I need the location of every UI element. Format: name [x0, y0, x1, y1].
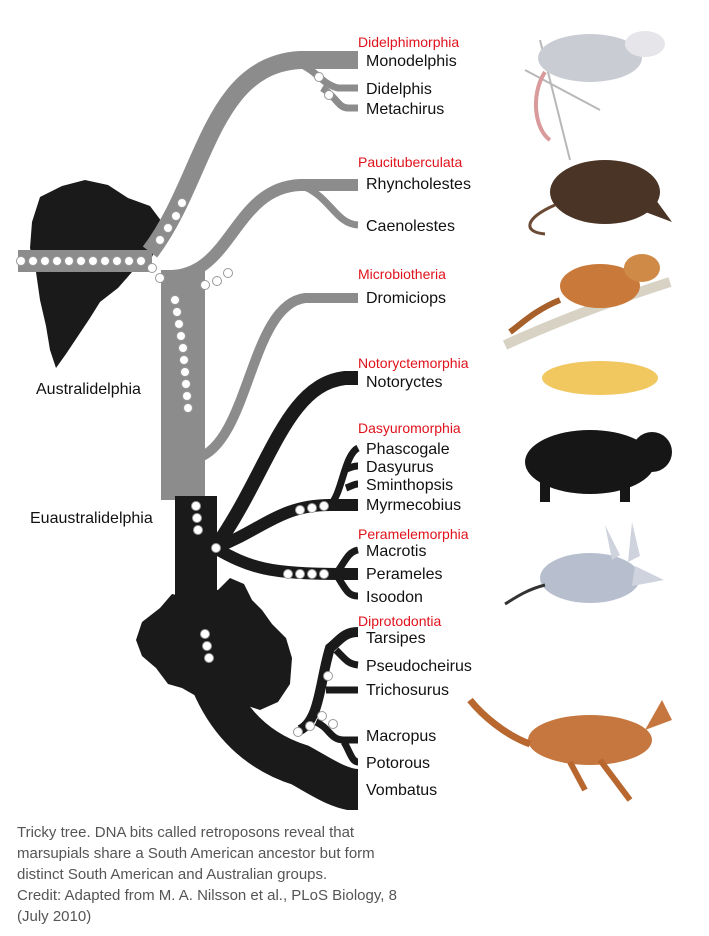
genus-label: Trichosurus: [366, 682, 449, 699]
branch-microbiotheria: [195, 293, 358, 463]
phylogenetic-tree: Australidelphia Euaustralidelphia Didelp…: [16, 31, 672, 810]
caption-line: distinct South American and Australian g…: [17, 866, 328, 883]
genus-label: Macropus: [366, 728, 436, 745]
genus-label: Pseudocheirus: [366, 658, 472, 675]
branch-phascogale-group: [327, 444, 361, 508]
retroposon-markers: [16, 72, 338, 737]
marsupial-mole-illustration: [542, 361, 658, 395]
genus-label: Tarsipes: [366, 630, 426, 647]
genus-label: Myrmecobius: [366, 497, 461, 514]
caption-credit: (July 2010): [17, 908, 92, 925]
genus-label: Caenolestes: [366, 218, 455, 235]
monito-del-monte-illustration: [502, 254, 672, 350]
genus-label: Metachirus: [366, 101, 444, 118]
genus-label: Didelphis: [366, 81, 432, 98]
tasmanian-devil-illustration: [525, 430, 672, 502]
caption-credit: Credit: Adapted from M. A. Nilsson et al…: [17, 887, 397, 904]
trunk-euaustralidelphia: [175, 496, 360, 810]
opossum-illustration: [524, 31, 665, 161]
genus-label: Monodelphis: [366, 53, 457, 70]
clade-label-australidelphia: Australidelphia: [36, 381, 141, 398]
kangaroo-illustration: [467, 697, 672, 802]
clade-label-euaustralidelphia: Euaustralidelphia: [30, 510, 153, 527]
genus-label: Isoodon: [366, 589, 423, 606]
genus-label: Dasyurus: [366, 459, 434, 476]
order-microbiotheria: Microbiotheria: [358, 266, 446, 282]
genus-label: Potorous: [366, 755, 430, 772]
order-paucituberculata: Paucituberculata: [358, 154, 463, 170]
genus-label: Notoryctes: [366, 374, 442, 391]
branch-metachirus: [320, 84, 358, 112]
genus-label: Rhyncholestes: [366, 176, 471, 193]
caption-line: Tricky tree. DNA bits called retroposons…: [17, 824, 355, 841]
branch-peramelemorphia: [212, 542, 358, 580]
figure-caption: Tricky tree. DNA bits called retroposons…: [17, 822, 577, 927]
genus-label: Phascogale: [366, 441, 450, 458]
branch-didelphimorphia: [142, 51, 358, 258]
genus-label: Sminthopsis: [366, 477, 453, 494]
bilby-illustration: [504, 522, 664, 606]
genus-label: Vombatus: [366, 782, 437, 799]
shrew-opossum-illustration: [528, 160, 672, 236]
order-dasyuromorphia: Dasyuromorphia: [358, 420, 461, 436]
branch-diprotodontia: [297, 627, 359, 735]
caption-line: marsupials share a South American ancest…: [17, 845, 375, 862]
order-peramelemorphia: Peramelemorphia: [358, 526, 469, 542]
south-america-map: [30, 180, 162, 368]
genus-label: Perameles: [366, 566, 442, 583]
order-diprotodontia: Diprotodontia: [358, 613, 441, 629]
branch-caenolestes: [298, 181, 359, 229]
genus-label: Dromiciops: [366, 290, 446, 307]
branch-notoryctemorphia: [209, 371, 358, 553]
genus-label: Macrotis: [366, 543, 426, 560]
branch-paucituberculata: [164, 179, 358, 283]
order-notoryctemorphia: Notoryctemorphia: [358, 355, 469, 371]
order-didelphimorphia: Didelphimorphia: [358, 34, 459, 50]
